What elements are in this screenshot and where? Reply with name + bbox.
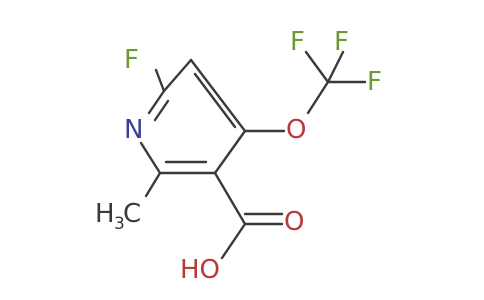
bond-c3-cooh	[213, 171, 247, 226]
atom-labels: F N O F F F H 3 C O HO	[95, 27, 382, 285]
methyl-group-label: H 3 C	[95, 199, 141, 234]
atom-f-cf3-1: F	[290, 27, 305, 57]
bonds	[139, 50, 367, 260]
bond-c4-c3	[213, 129, 247, 175]
bond-n-c6-inner	[153, 99, 170, 122]
atom-methyl-c: C	[123, 199, 141, 229]
bond-c2-n	[139, 141, 162, 175]
atom-o-carbonyl: O	[284, 207, 304, 237]
bond-c6-f	[154, 68, 166, 93]
bond-c2-methyl	[144, 171, 162, 198]
atom-f-cf3-3: F	[367, 67, 382, 97]
atom-hydroxyl: HO	[180, 255, 220, 285]
atom-o-ether: O	[286, 115, 306, 145]
bond-c5-c4	[189, 58, 247, 133]
bond-c6-c5	[162, 58, 193, 93]
atom-methyl-h: H	[95, 199, 115, 229]
bond-cf3-f2	[326, 50, 345, 84]
bond-c5-c4-inner	[193, 72, 237, 129]
bond-o-cf3	[306, 80, 330, 115]
atom-n-ring: N	[124, 115, 143, 145]
bond-n-c6	[147, 89, 166, 115]
atom-f-ring: F	[124, 45, 139, 75]
bond-c-oh	[220, 222, 247, 260]
bond-cf3-f1	[304, 50, 330, 84]
atom-methyl-subscript: 3	[114, 214, 125, 234]
atom-f-cf3-2: F	[334, 27, 349, 57]
